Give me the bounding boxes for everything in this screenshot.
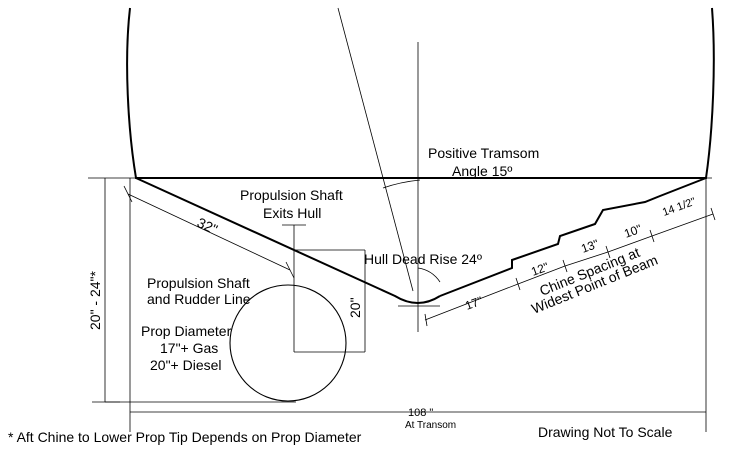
footnote-label: * Aft Chine to Lower Prop Tip Depends on… [8, 429, 362, 445]
chine-tick-2 [515, 277, 521, 291]
bottom-run-dimension: 32" [195, 214, 220, 237]
prop-diameter-label-1: Prop Diameter [141, 323, 232, 339]
shaft-exits-label-1: Propulsion Shaft [240, 187, 343, 203]
bottom-run-tick-end [285, 261, 295, 279]
transom-angle-line [337, 7, 414, 292]
chine-tick-3 [562, 259, 568, 273]
propeller-circle [229, 284, 347, 402]
at-transom-label: At Transom [405, 420, 456, 431]
transom-outline [126, 7, 715, 179]
chine-tick-5 [649, 229, 655, 243]
shaft-exits-label-2: Exits Hull [263, 205, 321, 221]
prop-diameter-label-3: 20"+ Diesel [150, 357, 222, 373]
bottom-run-tick-start [123, 185, 133, 203]
dead-rise-arc [417, 267, 441, 283]
bottom-run-dimension-line [127, 193, 291, 271]
chine-dimension-17: 17" [463, 294, 484, 313]
shaft-rudder-label-2: and Rudder Line [147, 291, 251, 307]
chine-tick-1 [424, 313, 428, 327]
chine-dimension-12: 12" [529, 260, 550, 279]
chine-dimension-14-5: 14 1/2" [661, 196, 698, 219]
height-range-dimension: 20" - 24"* [87, 270, 103, 330]
chine-dimension-10: 10" [622, 222, 643, 241]
transom-angle-arc [382, 179, 421, 189]
transom-angle-label: Angle 15º [452, 163, 512, 179]
chine-tick-4 [605, 245, 611, 259]
hull-dead-rise-label: Hull Dead Rise 24º [364, 251, 482, 267]
shaft-depth-dimension: 20" [347, 297, 363, 318]
hull-bottom-starboard [439, 177, 707, 297]
not-to-scale-label: Drawing Not To Scale [538, 424, 673, 440]
shaft-rudder-label-1: Propulsion Shaft [147, 275, 250, 291]
hull-bottom-port [135, 177, 441, 304]
prop-diameter-label-2: 17"+ Gas [160, 340, 218, 356]
positive-transom-label: Positive Tramsom [428, 145, 539, 161]
chine-dimension-line [424, 213, 714, 321]
width-at-transom-dimension: 108 " [408, 407, 433, 419]
chine-dimension-13: 13" [579, 237, 600, 256]
chine-tick-6 [710, 207, 716, 221]
